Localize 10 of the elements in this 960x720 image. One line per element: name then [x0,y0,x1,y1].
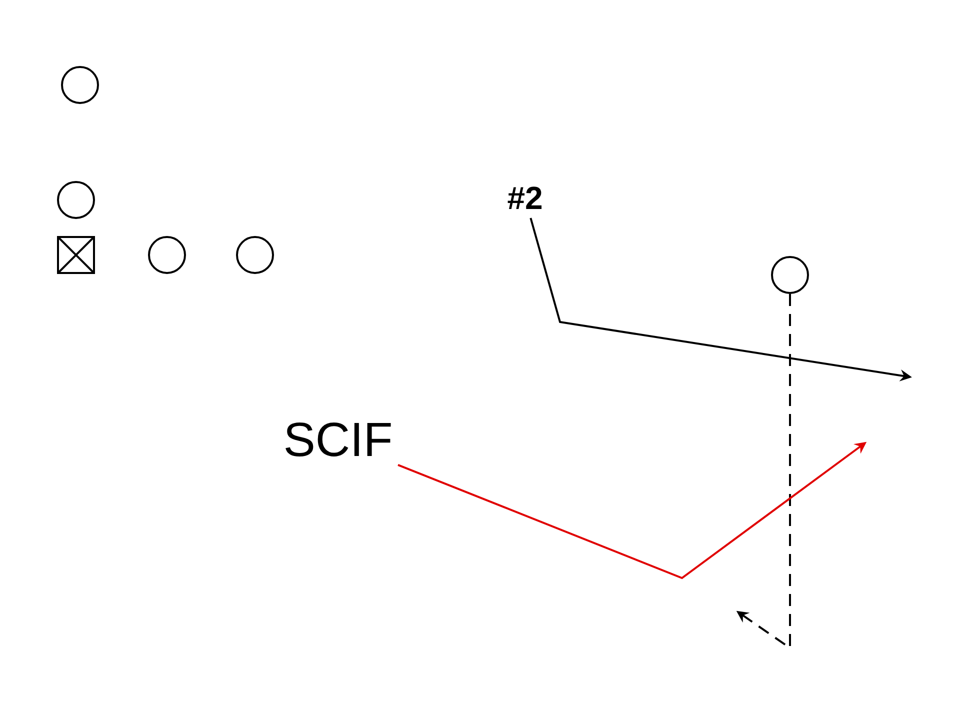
player-circle [148,236,186,274]
player-circle [236,236,274,274]
center-square [57,236,95,274]
route-arrow [398,442,867,580]
route-arrow [530,218,912,382]
player-label: #2 [498,178,552,218]
player-circle [57,181,95,219]
player-circle [61,66,99,104]
player-label: SCIF [278,415,398,467]
player-circle [771,256,809,294]
